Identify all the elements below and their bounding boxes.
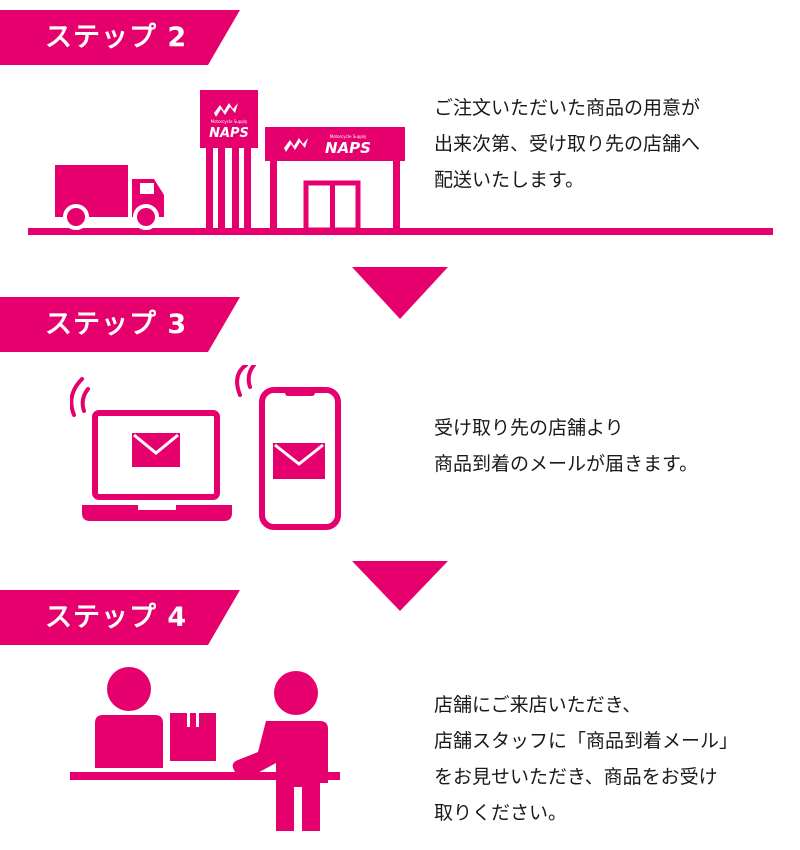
step-2-line-3: 配送いたします。 bbox=[434, 169, 585, 191]
delivery-truck-icon bbox=[55, 165, 164, 230]
banner-shape bbox=[0, 297, 240, 352]
customer-person-icon bbox=[232, 671, 328, 831]
arrow-down-icon bbox=[352, 561, 448, 611]
banner-shape bbox=[0, 590, 240, 645]
pole-sign-logo bbox=[214, 103, 238, 117]
step-4-line-3: をお見せいただき、商品をお受け bbox=[434, 766, 718, 788]
step-3-illustration bbox=[70, 365, 341, 530]
store-sign-brand: NAPS bbox=[325, 139, 371, 157]
step-4-illustration bbox=[70, 667, 340, 831]
store-sign-tagline: Motorcycle Supply bbox=[330, 134, 367, 139]
step-2-line-2: 出来次第、受け取り先の店舗へ bbox=[434, 133, 701, 155]
counter-icon bbox=[70, 772, 340, 780]
step-2-label: ステップ 2 bbox=[45, 22, 188, 53]
step-4-line-4: 取りください。 bbox=[434, 802, 568, 824]
step-4-line-2: 店舗スタッフに「商品到着メール」 bbox=[434, 730, 739, 752]
store-building-icon bbox=[265, 127, 405, 233]
laptop-mail-icon bbox=[70, 377, 232, 521]
staff-person-icon bbox=[95, 667, 163, 768]
step-3-line-2: 商品到着のメールが届きます。 bbox=[434, 453, 699, 475]
step-3-label: ステップ 3 bbox=[45, 309, 188, 340]
step-2-illustration: NAPS Motorcycle Supply NAPS Motorcycle S… bbox=[28, 90, 773, 235]
arrow-down-icon bbox=[352, 267, 448, 319]
package-box-icon bbox=[170, 713, 216, 761]
step-3-line-1: 受け取り先の店舗より bbox=[434, 417, 624, 439]
step-4-banner: ステップ 4 bbox=[0, 590, 240, 645]
smartphone-mail-icon bbox=[235, 365, 341, 530]
pole-sign-tagline: Motorcycle Supply bbox=[211, 119, 248, 124]
step-4-label: ステップ 4 bbox=[45, 602, 188, 633]
step-3-description: 受け取り先の店舗より 商品到着のメールが届きます。 bbox=[434, 410, 698, 482]
step-2-line-1: ご注文いただいた商品の用意が bbox=[434, 97, 701, 119]
step-2-description: ご注文いただいた商品の用意が 出来次第、受け取り先の店舗へ 配送いたします。 bbox=[434, 90, 700, 198]
banner-shape bbox=[0, 10, 240, 65]
ground-line bbox=[28, 228, 773, 235]
step-4-description: 店舗にご来店いただき、 店舗スタッフに「商品到着メール」 をお見せいただき、商品… bbox=[434, 687, 738, 831]
step-3-banner: ステップ 3 bbox=[0, 297, 240, 352]
store-pole-sign bbox=[200, 90, 258, 230]
step-4-line-1: 店舗にご来店いただき、 bbox=[434, 694, 642, 716]
step-2-banner: ステップ 2 bbox=[0, 10, 240, 65]
pole-sign-brand: NAPS bbox=[209, 126, 249, 141]
